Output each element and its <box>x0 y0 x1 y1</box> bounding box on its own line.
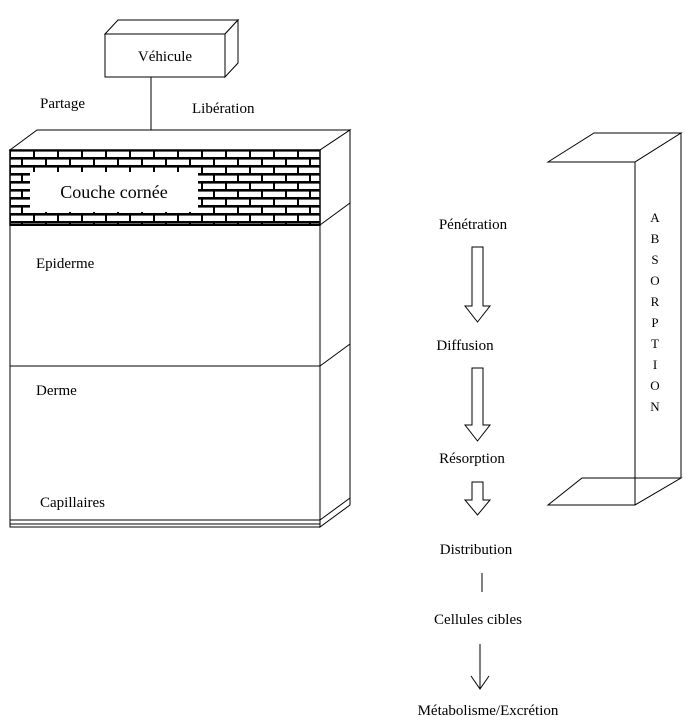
stratum-corneum-label: Couche cornée <box>60 182 167 202</box>
absorption-letter: N <box>650 399 660 414</box>
absorption-letter: B <box>651 231 660 246</box>
absorption-letter: O <box>650 378 659 393</box>
absorption-bracket <box>546 132 683 506</box>
step-target-cells: Cellules cibles <box>434 612 522 628</box>
skin-block: Couche cornée Epiderme Derme Capillaires <box>8 129 352 528</box>
step-distribution: Distribution <box>440 542 513 558</box>
step-metabolism-excretion: Métabolisme/Excrétion <box>418 703 559 717</box>
hollow-arrow <box>463 246 492 323</box>
absorption-letter: A <box>650 210 660 225</box>
dermis-label: Derme <box>36 383 77 399</box>
release-label: Libération <box>192 101 255 117</box>
hollow-arrow <box>463 481 492 516</box>
absorption-letter: S <box>651 252 658 267</box>
epidermis-label: Epiderme <box>36 256 95 272</box>
step-resorption: Résorption <box>439 451 505 467</box>
absorption-letter: R <box>651 294 660 309</box>
vehicle-label: Véhicule <box>138 49 192 65</box>
down-arrow <box>470 644 490 690</box>
absorption-letter: O <box>650 273 659 288</box>
absorption-letter: P <box>651 315 658 330</box>
absorption-letter: I <box>653 357 657 372</box>
hollow-arrow <box>463 367 492 442</box>
step-diffusion: Diffusion <box>436 338 494 354</box>
process-steps: Pénétration Diffusion Résorption Distrib… <box>418 217 559 717</box>
absorption-letter: T <box>651 336 659 351</box>
step-penetration: Pénétration <box>439 217 508 233</box>
partition-label: Partage <box>40 96 85 112</box>
vehicle-box: Véhicule <box>103 18 240 79</box>
stratum-corneum-layer: Couche cornée <box>9 149 321 226</box>
absorption-word: A B S O R P T I O N <box>650 210 660 414</box>
capillaries-label: Capillaires <box>40 495 105 511</box>
